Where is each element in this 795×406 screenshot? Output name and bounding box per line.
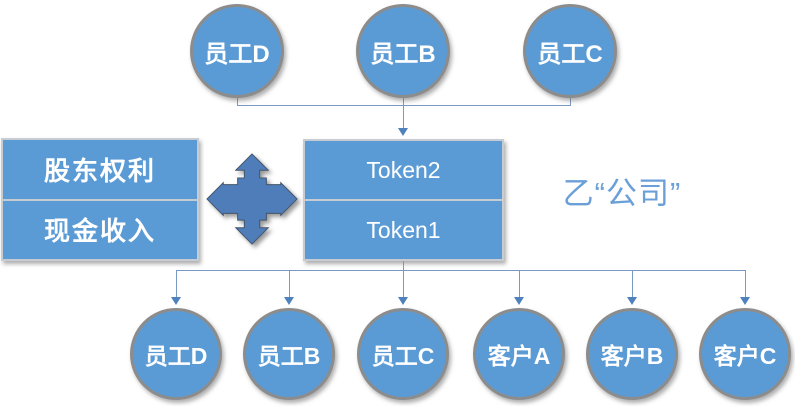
- row-token1: Token1: [305, 201, 502, 259]
- node-employee-b-top: 员工B: [356, 4, 450, 98]
- node-customer-c: 客户C: [699, 308, 791, 400]
- arrow-down-icon: [740, 297, 750, 305]
- arrow-down-icon: [627, 297, 637, 305]
- node-customer-a: 客户A: [473, 308, 565, 400]
- row-label: Token2: [366, 156, 441, 183]
- arrow-down-icon: [171, 297, 181, 305]
- arrow-down-icon: [398, 128, 408, 136]
- connector-line: [176, 270, 746, 271]
- node-label: 员工C: [371, 343, 435, 369]
- node-label: 客户C: [713, 343, 777, 369]
- connector-line: [519, 270, 520, 297]
- node-employee-b-bottom: 员工B: [243, 308, 335, 400]
- arrow-down-icon: [398, 297, 408, 305]
- connector-line: [289, 270, 290, 297]
- node-employee-c-bottom: 员工C: [357, 308, 449, 400]
- node-label: 员工B: [370, 40, 436, 68]
- arrow-down-icon: [284, 297, 294, 305]
- connector-line: [403, 261, 404, 271]
- node-customer-b: 客户B: [586, 308, 678, 400]
- shareholder-rights-box: 股东权利 现金收入: [1, 138, 199, 261]
- row-label: Token1: [366, 216, 441, 243]
- connector-line: [403, 270, 404, 297]
- node-label: 客户A: [487, 343, 551, 369]
- node-label: 客户B: [600, 343, 664, 369]
- node-employee-d-top: 员工D: [190, 4, 284, 98]
- node-label: 员工D: [204, 40, 270, 68]
- node-employee-c-top: 员工C: [523, 4, 617, 98]
- row-cash-income: 现金收入: [3, 201, 197, 260]
- row-token2: Token2: [305, 141, 502, 201]
- connector-line: [237, 97, 238, 106]
- node-label: 员工B: [257, 343, 321, 369]
- row-shareholder-rights: 股东权利: [3, 140, 197, 201]
- node-label: 员工D: [144, 343, 208, 369]
- connector-line: [237, 105, 571, 106]
- arrow-down-icon: [514, 297, 524, 305]
- row-label: 股东权利: [43, 155, 156, 186]
- node-employee-d-bottom: 员工D: [130, 308, 222, 400]
- token-box: Token2 Token1: [303, 139, 504, 261]
- company-label: 乙“公司”: [562, 176, 682, 211]
- four-way-move-arrow-icon: [206, 153, 298, 245]
- connector-line: [176, 270, 177, 297]
- connector-line: [570, 97, 571, 106]
- connector-line: [403, 97, 404, 129]
- connector-line: [745, 270, 746, 297]
- row-label: 现金收入: [43, 216, 156, 247]
- connector-line: [632, 270, 633, 297]
- node-label: 员工C: [537, 40, 603, 68]
